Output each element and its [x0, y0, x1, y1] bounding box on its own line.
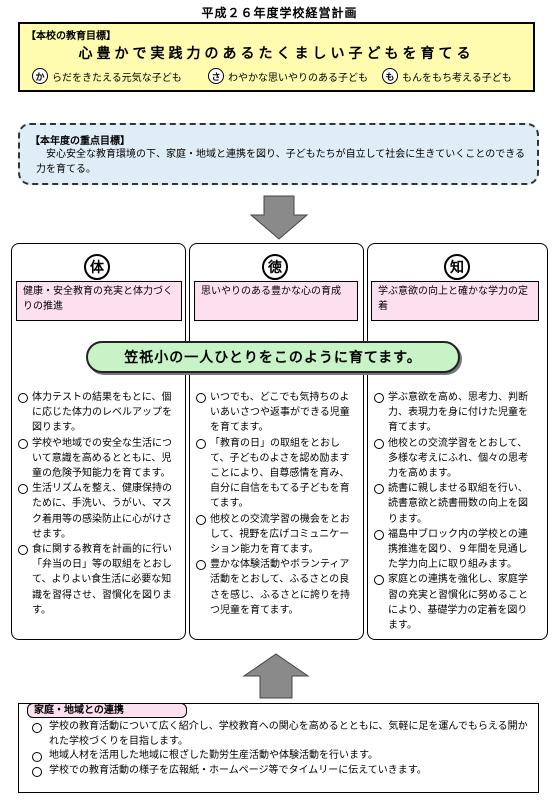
- goal-item-text: わやかな思いやりのある子ども: [228, 72, 368, 84]
- list-item: 学校や地域での安全な生活について意識を高めるとともに、児童の危険予知能力を育てま…: [18, 436, 174, 482]
- column-list: いつでも、どこでも気持ちのよいあいさつや返事ができる児童を育てます。 「教育の日…: [196, 390, 352, 618]
- list-item: 他校との交流学習をとおして、多様な考えにふれ、個々の思考力を高めます。: [374, 436, 534, 482]
- goal-item-text: らだをきたえる元気な子ども: [52, 72, 182, 84]
- list-item: 学ぶ意欲を高め、思考力、判断力、表現力を身に付けた児童を育てます。: [374, 390, 534, 436]
- school-goal-main: 心豊かで実践力のあるたくましい子どもを育てる: [78, 46, 475, 62]
- column-list: 体力テストの結果をもとに、個に応じた体力のレベルアップを図ります。 学校や地域で…: [18, 390, 174, 618]
- list-item: 体力テストの結果をもとに、個に応じた体力のレベルアップを図ります。: [18, 390, 174, 436]
- list-item: 地域人材を活用した地域に根ざした勤労生産活動や体験活動を行います。: [29, 749, 529, 764]
- center-banner: 笠祇小の一人ひとりをこのように育てます。: [86, 341, 460, 373]
- goal-item: さ わやかな思いやりのある子ども: [208, 68, 368, 84]
- list-item: いつでも、どこでも気持ちのよいあいさつや返事ができる児童を育てます。: [196, 390, 352, 436]
- priority-goal-text: 安心安全な教育環境の下、家庭・地域と連携を図り、子どもたちが自立して社会に生きて…: [36, 149, 525, 175]
- goal-item: も もんをもち考える子ども: [382, 68, 512, 84]
- kanji-toku: 徳: [262, 254, 288, 280]
- goal-mark: も: [382, 68, 398, 84]
- list-item: 学校の教育活動について広く紹介し、学校教育への関心を高めるとともに、気軽に足を運…: [29, 720, 529, 749]
- goal-item: か らだをきたえる元気な子ども: [32, 68, 182, 84]
- goal-item-text: もんをもち考える子ども: [402, 72, 512, 84]
- list-item: 学校での教育活動の様子を広報紙・ホームページ等でタイムリーに伝えていきます。: [29, 764, 529, 779]
- list-item: 食に関する教育を計画的に行い「弁当の日」等の取組をとおして、よりよい食生活に必要…: [18, 542, 174, 618]
- list-item: 生活リズムを整え、健康保持のために、手洗い、うがい、マスク着用等の感染防止に心が…: [18, 481, 174, 542]
- kanji-chi: 知: [444, 254, 470, 280]
- community-label: 家庭・地域との連携: [27, 703, 187, 718]
- list-item: 読書に親しませる取組を行い、読書意欲と読書冊数の向上を図ります。: [374, 481, 534, 527]
- community-box: 家庭・地域との連携 学校の教育活動について広く紹介し、学校教育への関心を高めると…: [18, 703, 539, 793]
- list-item: 豊かな体験活動やボランティア活動をとおして、ふるさとの良さを感じ、ふるさとに誇り…: [196, 557, 352, 618]
- list-item: 家庭との連携を強化し、家庭学習の充実と習慣化に努めることにより、基礎学力の定着を…: [374, 572, 534, 633]
- page-title: 平成２６年度学校経営計画: [201, 6, 358, 20]
- column-heading: 学ぶ意欲の向上と確かな学力の定着: [371, 281, 539, 321]
- column-heading: 思いやりのある豊かな心の育成: [194, 281, 358, 321]
- goal-mark: か: [32, 68, 48, 84]
- community-list: 学校の教育活動について広く紹介し、学校教育への関心を高めるとともに、気軽に足を運…: [29, 720, 529, 778]
- list-item: 他校との交流学習の機会をとおして、視野を広げコミュニケーション能力を育てます。: [196, 512, 352, 558]
- down-arrow-icon: [249, 195, 309, 240]
- school-goal-label: 【本校の教育目標】: [26, 31, 116, 42]
- list-item: 福島中ブロック内の学校との連携推進を図り、９年間を見通した学力向上に取り組みます…: [374, 527, 534, 573]
- goal-mark: さ: [208, 68, 224, 84]
- list-item: 「教育の日」の取組をとおして、子どものよさを認め励ますことにより、自尊感情を育み…: [196, 436, 352, 512]
- column-heading: 健康・安全教育の充実と体力づくりの推進: [16, 281, 182, 321]
- column-list: 学ぶ意欲を高め、思考力、判断力、表現力を身に付けた児童を育てます。 他校との交流…: [374, 390, 534, 633]
- priority-goal-box: 【本年度の重点目標】 安心安全な教育環境の下、家庭・地域と連携を図り、子どもたち…: [18, 123, 539, 185]
- kanji-tai: 体: [84, 254, 110, 280]
- priority-goal-label: 【本年度の重点目標】: [30, 136, 130, 147]
- up-arrow-icon: [242, 653, 310, 699]
- school-goal-box: 【本校の教育目標】 心豊かで実践力のあるたくましい子どもを育てる か らだをきた…: [18, 22, 535, 92]
